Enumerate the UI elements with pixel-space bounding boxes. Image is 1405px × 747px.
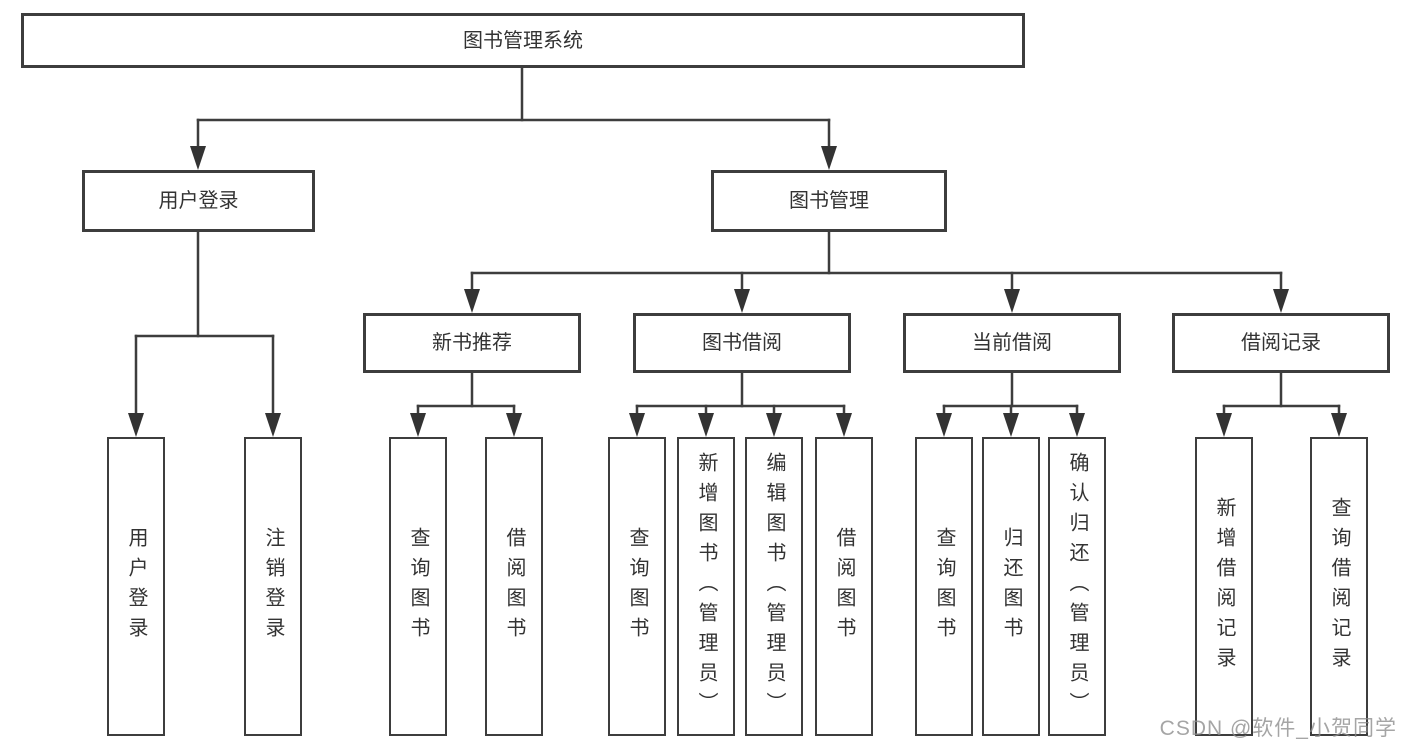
node-user-login: 用户登录 — [82, 170, 315, 232]
leaf-borrow-books-recommend: 借阅图书 — [485, 437, 543, 736]
leaf-user-login: 用户登录 — [107, 437, 165, 736]
connector-current-borrowing-to-leaves — [936, 371, 1085, 437]
connector-book-borrowing-to-leaves — [629, 371, 852, 437]
connector-book-management-to-level3 — [464, 230, 1289, 313]
node-borrowing-records: 借阅记录 — [1172, 313, 1390, 373]
node-book-management: 图书管理 — [711, 170, 947, 232]
leaf-edit-book-admin: 编辑图书（管理员） — [745, 437, 803, 736]
leaf-query-borrow-record: 查询借阅记录 — [1310, 437, 1368, 736]
leaf-query-books-current: 查询图书 — [915, 437, 973, 736]
node-book-borrowing: 图书借阅 — [633, 313, 851, 373]
leaf-return-book: 归还图书 — [982, 437, 1040, 736]
leaf-query-books-borrowing: 查询图书 — [608, 437, 666, 736]
node-new-book-recommendation: 新书推荐 — [363, 313, 581, 373]
leaf-query-books-recommend: 查询图书 — [389, 437, 447, 736]
node-current-borrowing: 当前借阅 — [903, 313, 1121, 373]
leaf-confirm-return-admin: 确认归还（管理员） — [1048, 437, 1106, 736]
leaf-add-borrow-record: 新增借阅记录 — [1195, 437, 1253, 736]
connector-user-login-to-leaves — [128, 230, 281, 437]
connector-new-book-recommendation-to-leaves — [410, 371, 522, 437]
connector-root-to-level2 — [190, 66, 837, 170]
leaf-borrow-books-borrowing: 借阅图书 — [815, 437, 873, 736]
leaf-logout: 注销登录 — [244, 437, 302, 736]
connector-borrowing-records-to-leaves — [1216, 371, 1347, 437]
node-root-library-management-system: 图书管理系统 — [21, 13, 1025, 68]
leaf-add-book-admin: 新增图书（管理员） — [677, 437, 735, 736]
